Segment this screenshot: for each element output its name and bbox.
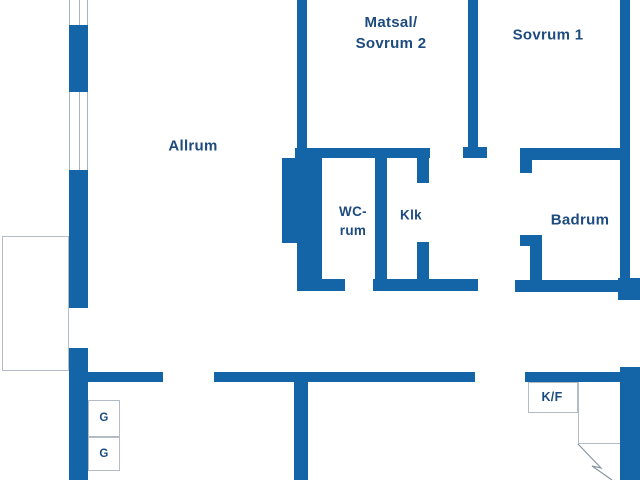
- wall-matsal-sovrum1: [468, 0, 478, 147]
- kf-box: [528, 382, 578, 413]
- wall-wc-bottom-left: [297, 279, 345, 291]
- wall-corridor-left: [69, 372, 163, 382]
- wall-sovrum1-bottom: [520, 148, 622, 160]
- label-garderob-2: G: [99, 448, 109, 460]
- wall-left-3: [69, 348, 88, 480]
- room-label-allrum: Allrum: [168, 137, 218, 155]
- wall-allrum-matsal: [297, 0, 307, 150]
- wardrobe-box-2: [88, 437, 120, 471]
- room-label-wc-rum: WC- rum: [339, 204, 367, 238]
- wall-right-block: [618, 278, 640, 300]
- balcony-outline: [2, 236, 69, 371]
- room-label-badrum: Badrum: [550, 211, 610, 229]
- wall-matsal-sovrum1-cap: [463, 147, 487, 158]
- wall-wc-shaft: [282, 158, 322, 243]
- room-label-klk: Klk: [400, 207, 422, 223]
- wall-badrum-bottom: [515, 280, 622, 292]
- wall-wc-left: [297, 243, 322, 279]
- wall-corridor-mid: [214, 372, 475, 382]
- wall-klk-right-bottom: [417, 242, 429, 291]
- closet-line-horizontal: [578, 443, 620, 444]
- closet-line-vertical: [578, 382, 579, 443]
- wall-right-top: [620, 0, 630, 278]
- wall-wc-top: [295, 148, 430, 158]
- label-garderob-1: G: [99, 412, 109, 424]
- room-label-sovrum1: Sovrum 1: [512, 26, 584, 44]
- window: [69, 0, 88, 25]
- room-label-matsal-sovrum2: Matsal/ Sovrum 2: [355, 14, 427, 52]
- label-kf: K/F: [541, 390, 563, 404]
- wall-badrum-jamb-top: [520, 158, 532, 173]
- wardrobe-box-1: [88, 400, 120, 437]
- wall-klk-right-top: [417, 148, 429, 183]
- wall-bottom-center: [294, 372, 308, 480]
- wall-corridor-right: [525, 372, 622, 382]
- wall-badrum-left-v: [530, 235, 542, 280]
- wall-wc-klk-divider: [375, 158, 387, 291]
- wall-right-bottom: [620, 367, 640, 480]
- window: [69, 92, 88, 170]
- wall-left-2: [69, 170, 88, 308]
- break-line-icon: [577, 443, 613, 480]
- wall-left-1: [69, 25, 88, 92]
